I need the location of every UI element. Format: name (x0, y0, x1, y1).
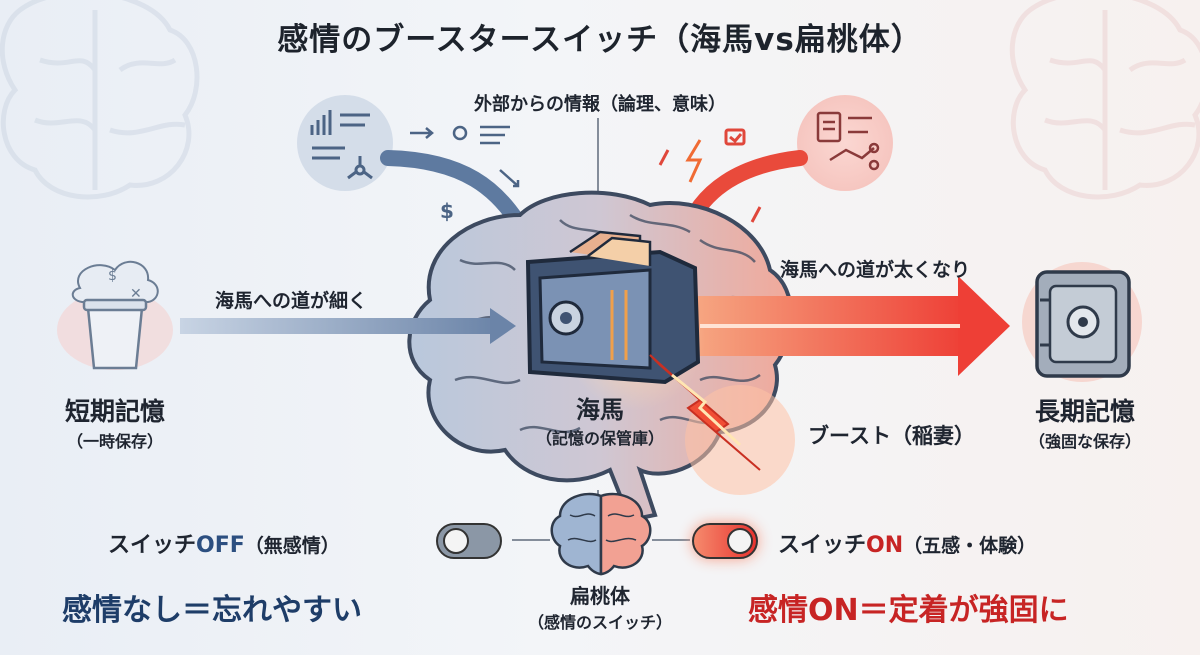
amygdala-title: 扁桃体 (570, 584, 630, 608)
data-chart-icon: $ (297, 95, 520, 223)
thin-path-label: 海馬への道が細く (215, 290, 368, 312)
short-term-memory: 短期記憶 （一時保存） (30, 392, 200, 452)
switch-on-label: スイッチON（五感・体験） (778, 527, 1036, 559)
amygdala-sub: （感情のスイッチ） (527, 613, 672, 632)
long-term-title: 長期記憶 (1034, 397, 1135, 426)
page-title: 感情のブースタースイッチ（海馬vs扁桃体） (277, 22, 923, 58)
switch-off-desc: （無感情） (244, 535, 340, 557)
short-term-title: 短期記憶 (64, 397, 165, 426)
trash-bin-icon: $ ✕ (57, 260, 173, 370)
input-info-label: 外部からの情報（論理、意味） (474, 94, 726, 115)
toggle-knob (727, 528, 753, 554)
brain-watermark-icon (1009, 0, 1200, 200)
switch-on-prefix: スイッチ (778, 533, 867, 558)
boost-label: ブースト（稲妻） (808, 424, 975, 448)
switch-off-prefix: スイッチ (108, 533, 197, 558)
toggle-knob (443, 528, 469, 554)
hippocampus-title: 海馬 (576, 396, 624, 424)
slogan-no-emotion: 感情なし＝忘れやすい (62, 593, 362, 628)
brain-small-icon (550, 492, 652, 576)
thick-path-label: 海馬への道が太くなり (780, 259, 971, 281)
slogan-emotion-on: 感情ON＝定着が強固に (748, 593, 1069, 628)
long-term-sub: （強固な保存） (1028, 432, 1141, 451)
switch-on-toggle[interactable] (692, 523, 758, 559)
svg-text:$: $ (108, 268, 117, 284)
short-term-sub: （一時保存） (66, 432, 163, 451)
hippocampus-label: 海馬 （記憶の保管庫） (520, 390, 680, 449)
amygdala-label: 扁桃体 （感情のスイッチ） (515, 580, 685, 633)
file-vault-icon (525, 230, 705, 410)
switch-on-state: ON (866, 533, 904, 558)
document-alert-icon (658, 95, 893, 223)
safe-icon (1022, 262, 1142, 382)
switch-on-desc: （五感・体験） (903, 535, 1037, 557)
svg-text:$: $ (440, 199, 454, 223)
svg-text:✕: ✕ (130, 286, 142, 302)
thin-arrow-to-hippocampus (180, 308, 516, 344)
switch-off-label: スイッチOFF（無感情） (108, 527, 340, 559)
switch-off-state: OFF (196, 533, 245, 558)
thick-arrow-to-long-term (690, 276, 1010, 376)
brain-watermark-icon (0, 0, 200, 200)
switch-off-toggle[interactable] (436, 523, 502, 559)
hippocampus-sub: （記憶の保管庫） (535, 429, 664, 448)
lightning-icon (649, 354, 795, 495)
long-term-memory: 長期記憶 （強固な保存） (1000, 392, 1170, 452)
